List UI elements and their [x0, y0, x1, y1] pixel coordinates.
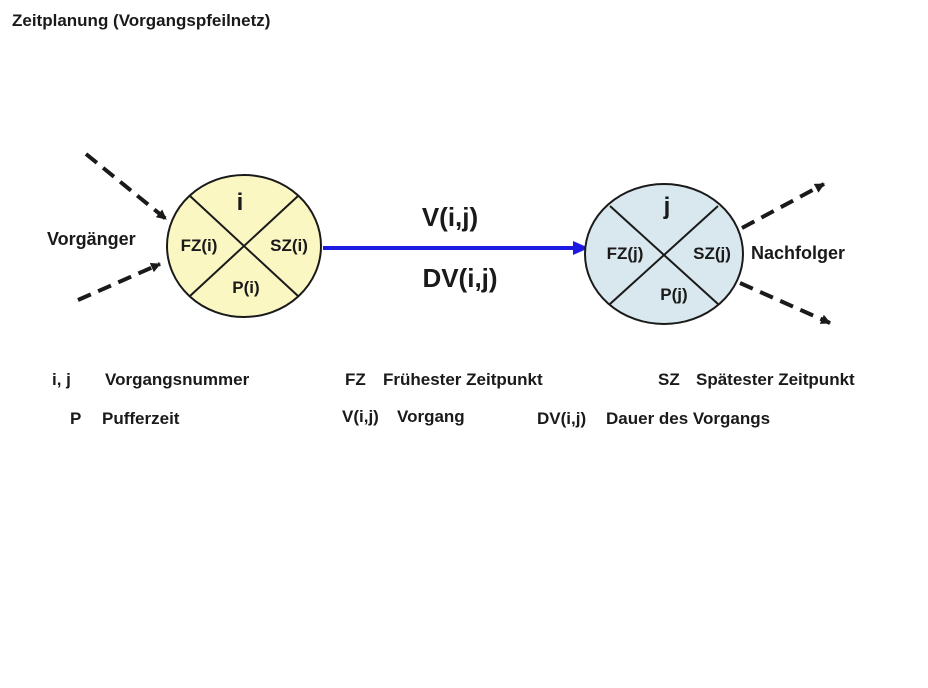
- legend-key-ij: i, j: [52, 370, 71, 389]
- node-j-fz: FZ(j): [607, 244, 644, 263]
- node-j-number: j: [663, 193, 671, 220]
- activity-label: V(i,j): [422, 202, 478, 232]
- legend-key-vij: V(i,j): [342, 407, 379, 426]
- page-title: Zeitplanung (Vorgangspfeilnetz): [12, 11, 271, 30]
- predecessor-arrow-lower: [77, 262, 161, 302]
- legend-text-dauer: Dauer des Vorgangs: [606, 409, 771, 428]
- legend-text-vorgang: Vorgang: [397, 407, 465, 426]
- node-i-fz: FZ(i): [181, 236, 218, 255]
- predecessor-label: Vorgänger: [47, 229, 136, 249]
- node-j-divider: [609, 205, 719, 305]
- node-i-sz: SZ(i): [270, 236, 308, 255]
- successor-arrow-lower: [739, 281, 831, 325]
- legend-key-fz: FZ: [345, 370, 366, 389]
- node-i-p: P(i): [232, 278, 259, 297]
- legend-text-vorgangsnummer: Vorgangsnummer: [105, 370, 250, 389]
- node-j-p: P(j): [660, 285, 687, 304]
- successor-arrow-upper: [741, 182, 825, 230]
- legend-text-fruehester: Frühester Zeitpunkt: [383, 370, 543, 389]
- successor-label: Nachfolger: [751, 243, 845, 263]
- duration-label: DV(i,j): [422, 263, 497, 293]
- node-j: j FZ(j) SZ(j) P(j): [584, 183, 744, 325]
- legend-key-sz: SZ: [658, 370, 680, 389]
- node-i: i FZ(i) SZ(i) P(i): [166, 174, 322, 318]
- legend-key-dvij: DV(i,j): [537, 409, 587, 428]
- node-j-sz: SZ(j): [693, 244, 731, 263]
- node-i-divider: [189, 195, 299, 297]
- legend-text-spaetester: Spätester Zeitpunkt: [696, 370, 855, 389]
- legend-key-p: P: [70, 409, 82, 428]
- predecessor-arrow-upper: [84, 152, 168, 221]
- legend-text-pufferzeit: Pufferzeit: [102, 409, 180, 428]
- node-i-number: i: [237, 189, 244, 216]
